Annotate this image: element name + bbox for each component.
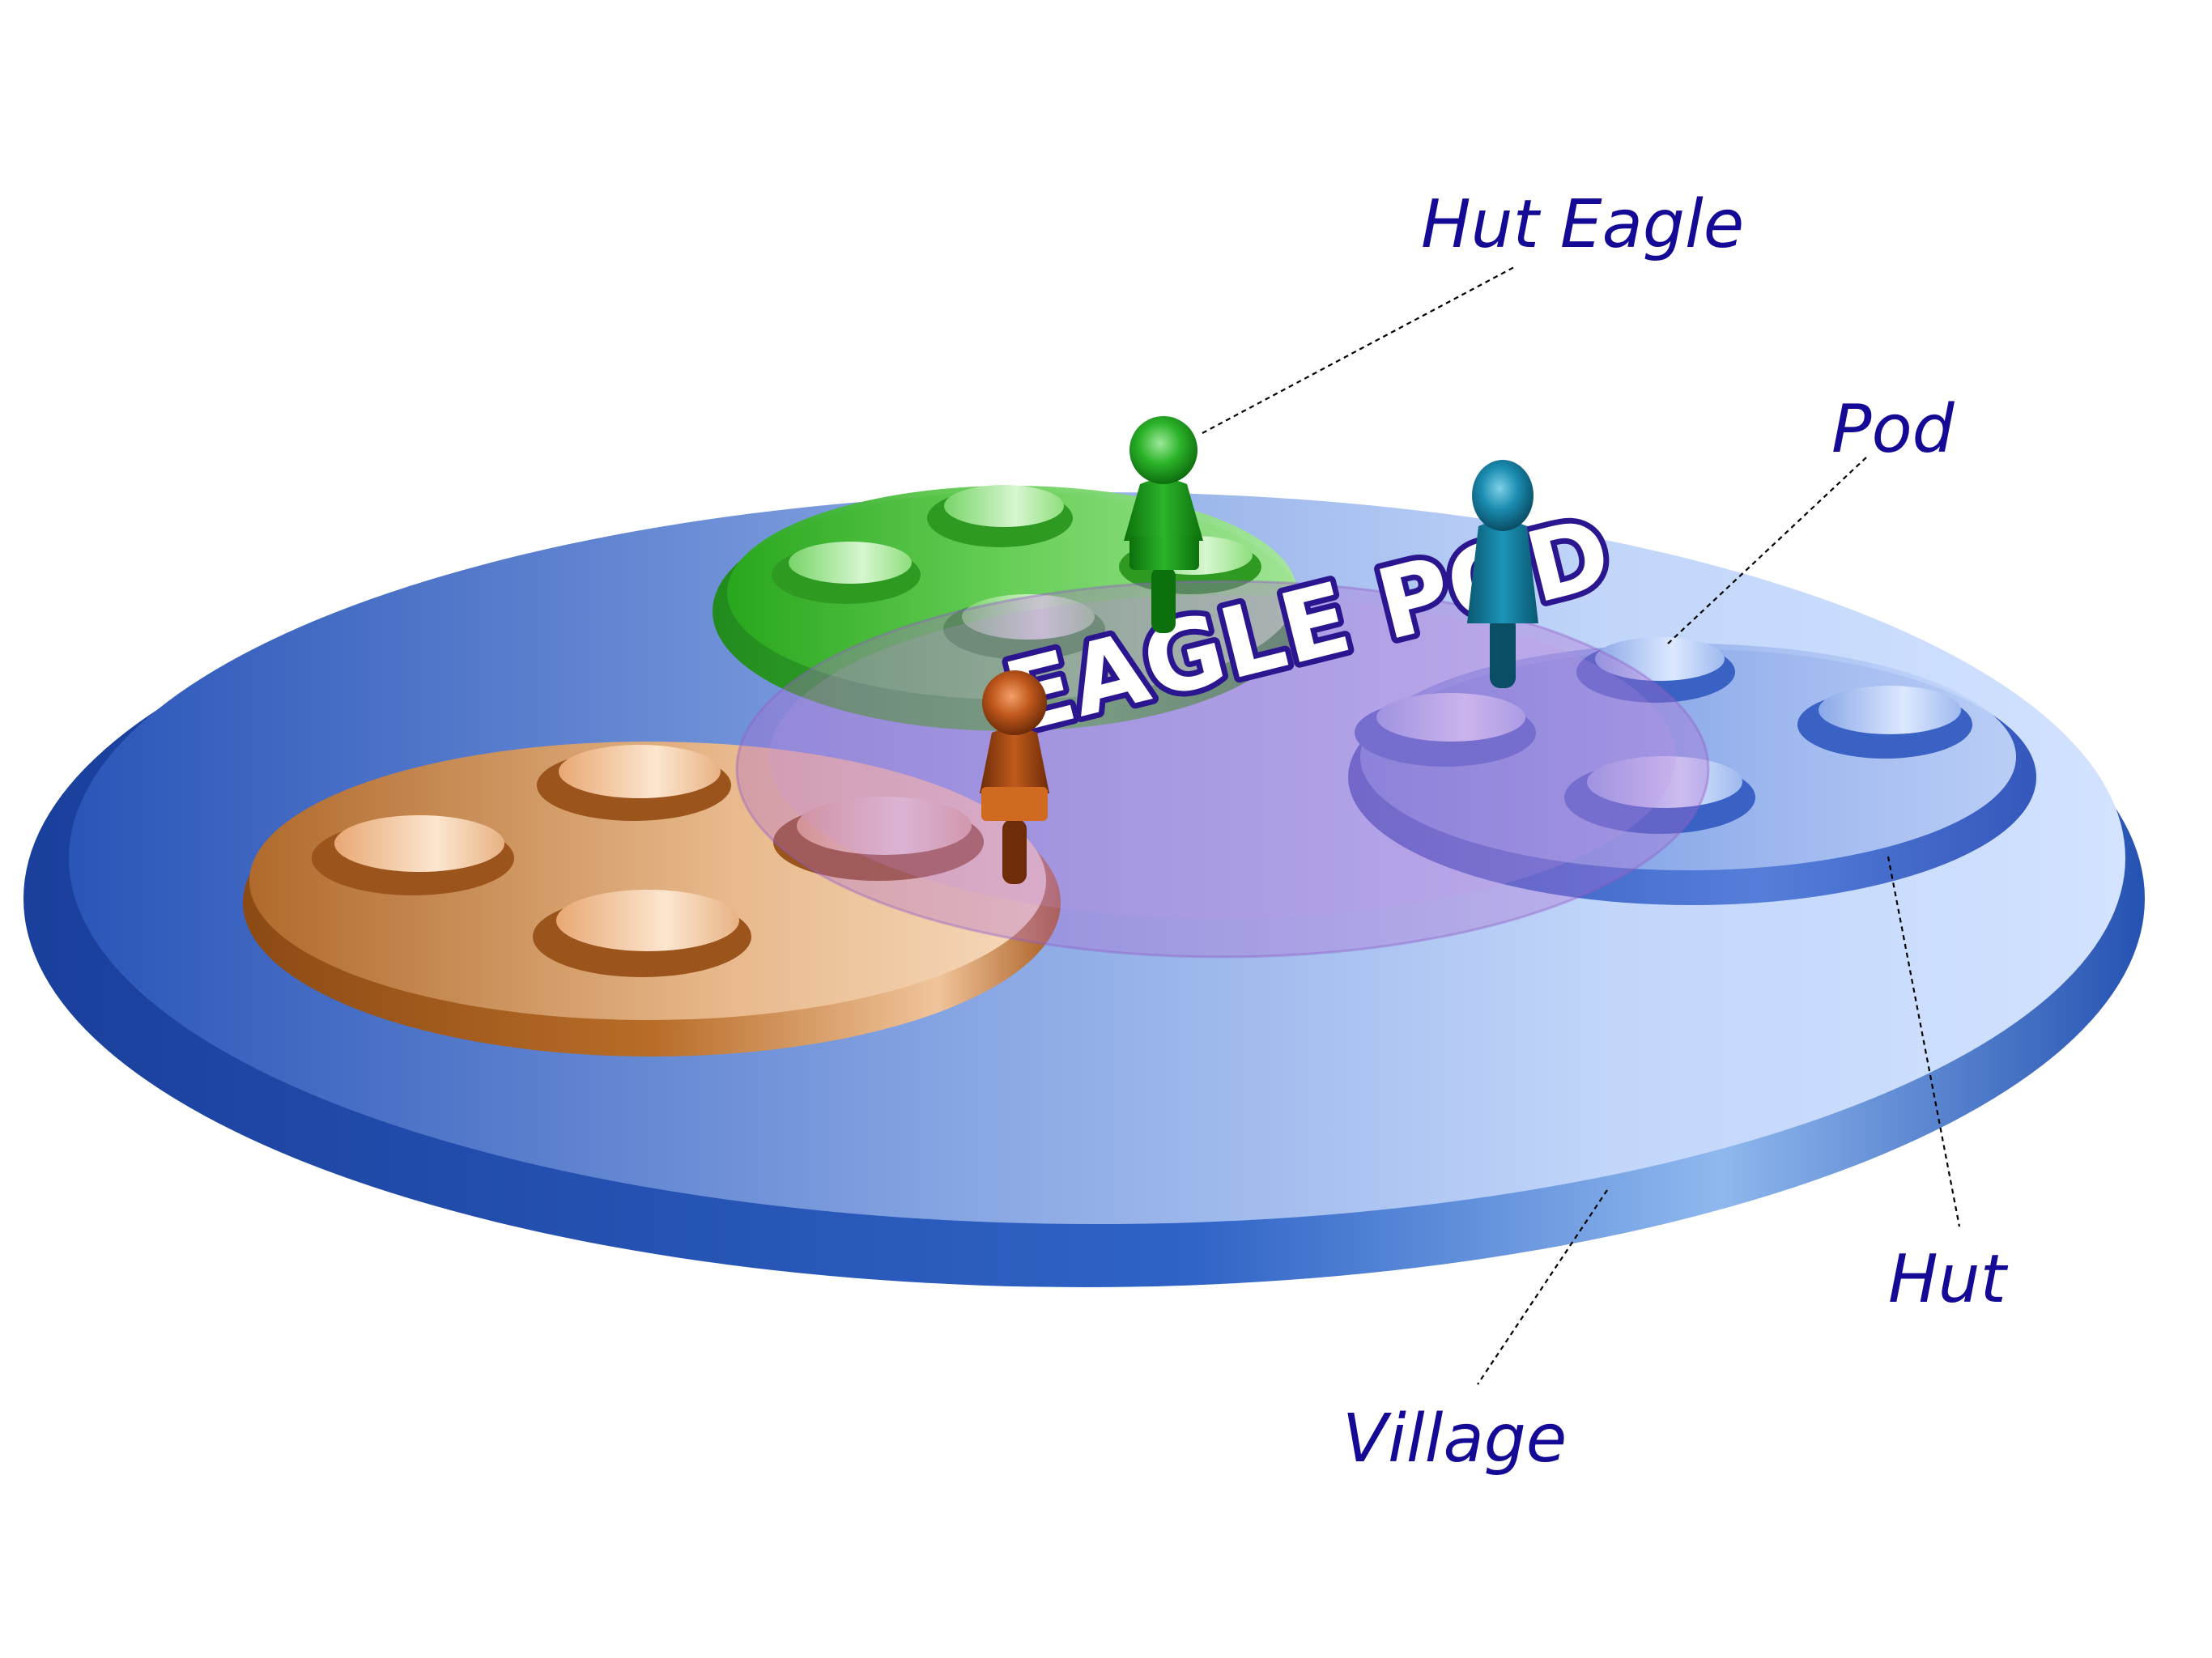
hut-dimple	[772, 542, 921, 604]
leader-line-pod	[1667, 457, 1867, 644]
hut-dimple	[533, 890, 751, 977]
leader-line-hut-eagle	[1202, 266, 1515, 434]
hut-dimple	[1797, 686, 1972, 759]
person-teal	[1467, 460, 1538, 688]
hut-dimple	[537, 745, 731, 821]
hut-dimple	[773, 797, 984, 881]
label-village: Village	[1342, 1401, 1567, 1477]
hut-dimple	[1576, 637, 1735, 703]
hut-dimple	[1355, 693, 1536, 767]
hut-blue	[1348, 637, 2036, 905]
person-icon	[1467, 460, 1538, 688]
leader-lines	[1202, 266, 1961, 1385]
person-green	[1124, 416, 1203, 633]
person-icon	[1124, 416, 1203, 633]
hut-dimple	[1564, 756, 1755, 834]
hut-dimple	[943, 594, 1105, 660]
person-orange	[980, 670, 1049, 884]
leader-line-village	[1477, 1189, 1608, 1385]
hut-orange	[243, 742, 1061, 1056]
label-hut-eagle: Hut Eagle	[1421, 186, 1744, 263]
hut-dimple	[312, 815, 514, 895]
leader-line-hut	[1887, 856, 1961, 1227]
label-hut: Hut	[1888, 1241, 2009, 1318]
hut-dimple	[927, 485, 1073, 547]
label-pod: Pod	[1831, 391, 1955, 468]
person-icon	[980, 670, 1049, 884]
pod-circle	[735, 580, 1710, 959]
